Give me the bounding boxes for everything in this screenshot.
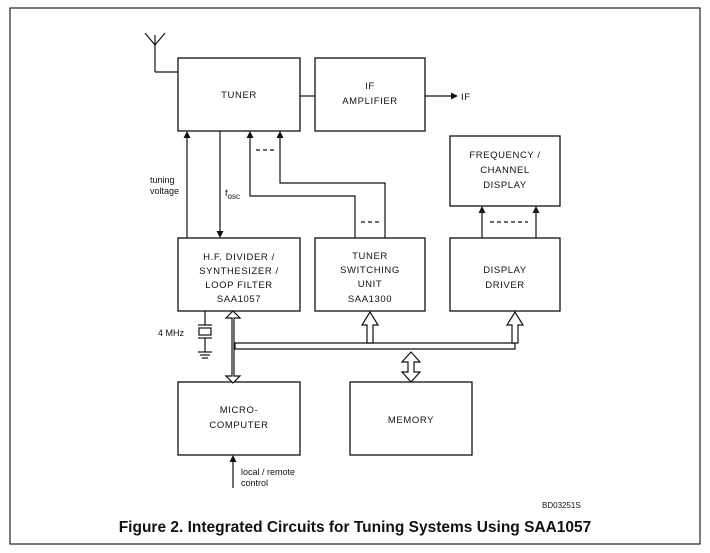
freq-display-line3: DISPLAY bbox=[483, 180, 527, 191]
switching-to-tuner-lines bbox=[246, 131, 386, 238]
crystal-icon bbox=[198, 311, 212, 359]
microcomputer-line1: MICRO- bbox=[220, 405, 258, 416]
memory-block: MEMORY bbox=[349, 381, 473, 456]
switching-line4: SAA1300 bbox=[348, 294, 392, 305]
figure-caption: Figure 2. Integrated Circuits for Tuning… bbox=[119, 519, 592, 536]
fosc-line bbox=[216, 131, 224, 238]
if-output-arrow bbox=[425, 92, 458, 100]
display-driver-line2: DRIVER bbox=[485, 280, 525, 291]
data-bus bbox=[224, 310, 525, 384]
tuner-switching-block: TUNER SWITCHING UNIT SAA1300 bbox=[314, 237, 426, 312]
microcomputer-line2: COMPUTER bbox=[209, 420, 268, 431]
tuning-voltage-line bbox=[183, 131, 191, 238]
hf-divider-line4: SAA1057 bbox=[217, 294, 261, 305]
freq-display-line1: FREQUENCY / bbox=[469, 150, 540, 161]
local-remote-label2: control bbox=[241, 478, 268, 488]
hf-divider-block: H.F. DIVIDER / SYNTHESIZER / LOOP FILTER… bbox=[177, 237, 301, 312]
if-amplifier-line2: AMPLIFIER bbox=[342, 96, 398, 107]
fosc-label: fosc bbox=[225, 188, 240, 201]
if-amplifier-line1: IF bbox=[365, 81, 375, 92]
memory-label: MEMORY bbox=[388, 415, 434, 426]
border bbox=[9, 7, 701, 545]
hf-divider-line2: SYNTHESIZER / bbox=[199, 266, 279, 277]
local-remote-arrow bbox=[229, 455, 237, 488]
hf-divider-line3: LOOP FILTER bbox=[205, 280, 273, 291]
tuner-block: TUNER bbox=[177, 57, 301, 132]
display-driver-line1: DISPLAY bbox=[483, 265, 527, 276]
crystal-label: 4 MHz bbox=[158, 328, 185, 338]
freq-display-line2: CHANNEL bbox=[480, 165, 530, 176]
switching-line2: SWITCHING bbox=[340, 265, 400, 276]
switching-line1: TUNER bbox=[352, 251, 388, 262]
switching-line3: UNIT bbox=[358, 279, 383, 290]
driver-to-display-lines bbox=[478, 206, 540, 238]
microcomputer-block: MICRO- COMPUTER bbox=[177, 381, 301, 456]
tuning-voltage-label2: voltage bbox=[150, 186, 179, 196]
fosc-subscript: osc bbox=[228, 192, 240, 201]
tuner-label: TUNER bbox=[221, 90, 257, 101]
tuning-voltage-label1: tuning bbox=[150, 175, 175, 185]
fosc-f: f bbox=[225, 188, 228, 198]
if-amplifier-block: IF AMPLIFIER bbox=[314, 57, 426, 132]
local-remote-label1: local / remote bbox=[241, 467, 295, 477]
antenna-icon bbox=[144, 32, 178, 73]
if-output-label: IF bbox=[461, 92, 471, 103]
frequency-display-block: FREQUENCY / CHANNEL DISPLAY bbox=[449, 135, 561, 207]
hf-divider-line1: H.F. DIVIDER / bbox=[203, 252, 275, 263]
figure-code: BD03251S bbox=[542, 501, 581, 510]
display-driver-block: DISPLAY DRIVER bbox=[449, 237, 561, 312]
